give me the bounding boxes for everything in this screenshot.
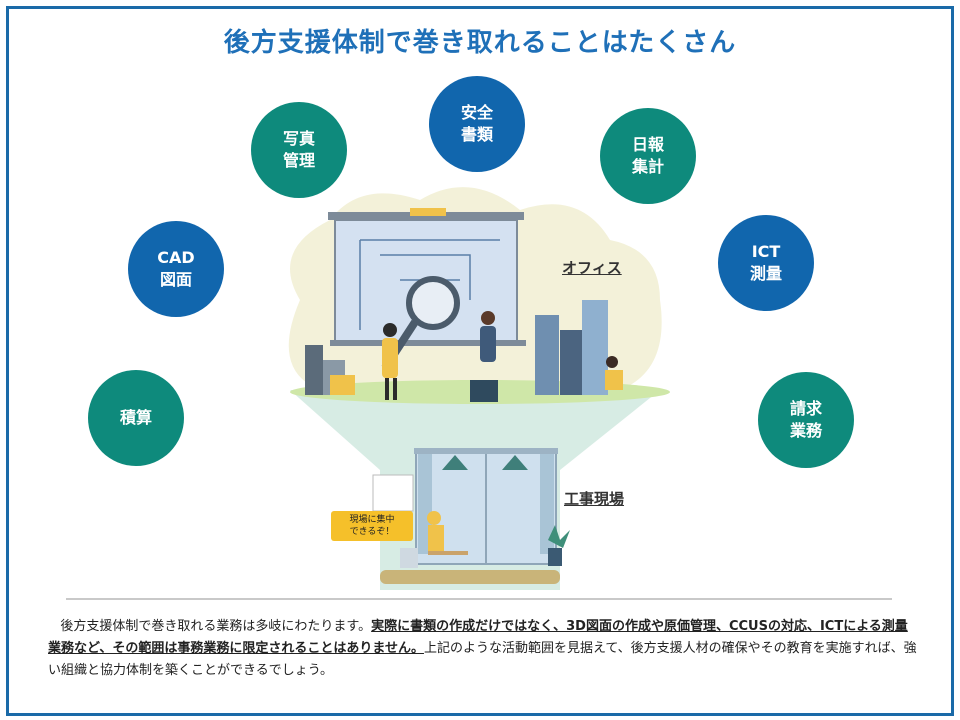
- task-billing: 請求 業務: [758, 372, 854, 468]
- description-outro: 上記のような活動範囲を見据えて、後方支援人材の確保やその教育を実施すれば、強い組…: [48, 641, 917, 678]
- speech-note: 現場に集中 できるぞ！: [331, 511, 413, 541]
- site-label: 工事現場: [564, 490, 625, 508]
- frame-border: [6, 6, 954, 716]
- task-safety-documents: 安全 書類: [429, 76, 525, 172]
- divider: [66, 598, 892, 600]
- description-intro: 後方支援体制で巻き取れる業務は多岐にわたります。: [60, 619, 372, 634]
- task-cad-drawing: CAD 図面: [128, 221, 224, 317]
- task-photo-management: 写真 管理: [251, 102, 347, 198]
- page-title: 後方支援体制で巻き取れることはたくさん: [223, 28, 737, 58]
- office-label: オフィス: [562, 259, 622, 277]
- task-daily-report: 日報 集計: [600, 108, 696, 204]
- description-emphasis: 実際に書類の作成だけではなく、3D図面の作成や原価管理、CCUSの対応、ICTに…: [48, 619, 908, 656]
- description: 後方支援体制で巻き取れる業務は多岐にわたります。実際に書類の作成だけではなく、3…: [48, 616, 920, 682]
- task-ict-survey: ICT 測量: [718, 215, 814, 311]
- task-estimation: 積算: [88, 370, 184, 466]
